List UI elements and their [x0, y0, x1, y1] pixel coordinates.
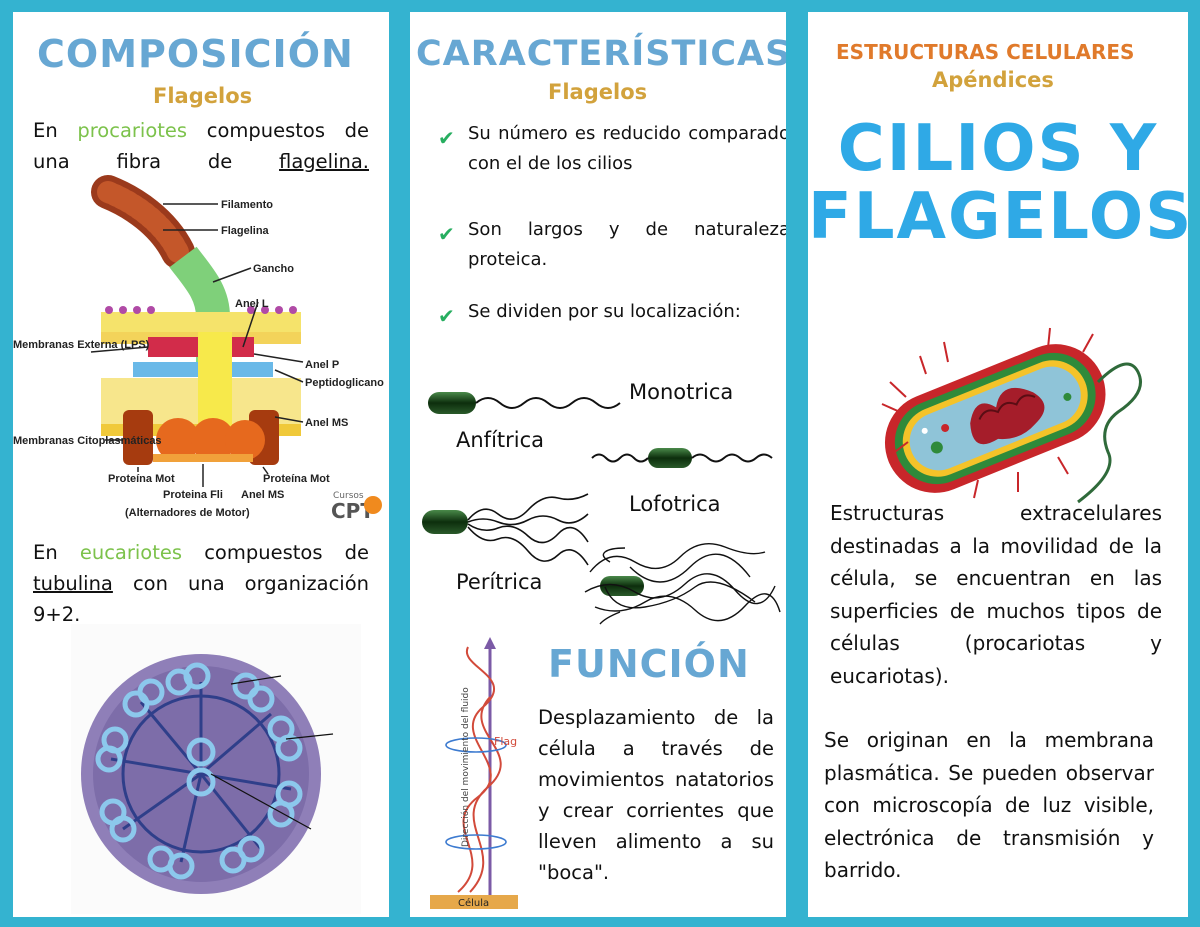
axoneme-cross-section-image	[71, 624, 361, 914]
label-anel-l: Anel L	[235, 298, 269, 310]
main-title-line1: CILIOS Y	[837, 112, 1159, 186]
check-icon: ✔	[438, 304, 455, 328]
label-membranas-citoplasmaticas: Membranas Citoplasmáticas	[13, 435, 162, 447]
label-proteina-mot-left: Proteína Mot	[108, 473, 175, 485]
label-membranas-externa: Membranas Externa (LPS)	[13, 339, 150, 351]
flagellum-movement-diagram: Dirección del movimiento del fluido Flag…	[428, 637, 523, 909]
celula-label: Célula	[458, 897, 489, 909]
check-icon: ✔	[438, 126, 455, 150]
caracteristicas-title: CARACTERÍSTICAS	[416, 34, 786, 74]
label-flagelina: Flagelina	[221, 225, 270, 237]
label-alternadores: (Alternadores de Motor)	[125, 507, 250, 519]
panel-composicion: COMPOSICIÓN Flagelos En procariotes comp…	[13, 12, 389, 917]
main-title-line2: FLAGELOS	[808, 180, 1188, 254]
panel-caracteristicas: CARACTERÍSTICAS Flagelos ✔ Su número es …	[410, 12, 786, 917]
estructuras-paragraph-1: Estructuras extracelulares destinadas a …	[830, 501, 1162, 688]
caracteristicas-subtitle: Flagelos	[548, 80, 648, 104]
eucariotes-paragraph: En eucariotes compuestos de tubulina con…	[33, 541, 370, 626]
label-anel-p: Anel P	[305, 359, 339, 371]
estructuras-subtitle: Apéndices	[932, 68, 1054, 92]
label-proteina-mot-right: Proteína Mot	[263, 473, 330, 485]
flag-label: Flag	[494, 735, 517, 748]
label-peritrica: Perítrica	[456, 570, 543, 594]
label-anfitrica: Anfítrica	[456, 428, 545, 452]
flagellum-motor-diagram: Filamento Flagelina Gancho Anel L Membra…	[13, 175, 384, 523]
check-icon: ✔	[438, 222, 455, 246]
funcion-paragraph: Desplazamiento de la célula a través de …	[538, 706, 774, 884]
funcion-title: FUNCIÓN	[548, 642, 750, 686]
composicion-title: COMPOSICIÓN	[37, 32, 354, 76]
label-anel-ms: Anel MS	[305, 417, 348, 429]
procariotes-paragraph: En procariotes compuestos de una fibra d…	[33, 119, 370, 173]
estructuras-paragraph-2: Se originan en la membrana plasmática. S…	[824, 728, 1154, 882]
estructuras-title: ESTRUCTURAS CELULARES	[836, 40, 1135, 64]
flagella-types-illustration	[422, 392, 781, 625]
label-anel-ms-bottom: Anel MS	[241, 489, 284, 501]
label-lofotrica: Lofotrica	[629, 492, 721, 516]
cpt-watermark: Cursos CPT	[331, 491, 382, 523]
bacterium-illustration	[881, 327, 1142, 504]
svg-text:Cursos: Cursos	[333, 491, 364, 501]
label-gancho: Gancho	[253, 263, 294, 275]
label-peptidoglicano: Peptidoglicano	[305, 377, 384, 389]
composicion-subtitle: Flagelos	[153, 84, 253, 108]
bullet-item: ✔ Se dividen por su localización:	[438, 297, 786, 328]
axis-label: Dirección del movimiento del fluido	[460, 687, 471, 847]
bullet-item: ✔ Son largos y de naturaleza proteica.	[438, 219, 786, 270]
label-proteina-fli: Proteina Fli	[163, 489, 223, 501]
panel-estructuras: ESTRUCTURAS CELULARES Apéndices CILIOS Y…	[808, 12, 1188, 917]
bullet-item: ✔ Su número es reducido comparado con el…	[438, 123, 786, 174]
label-monotrica: Monotrica	[629, 380, 734, 404]
label-filamento: Filamento	[221, 199, 273, 211]
